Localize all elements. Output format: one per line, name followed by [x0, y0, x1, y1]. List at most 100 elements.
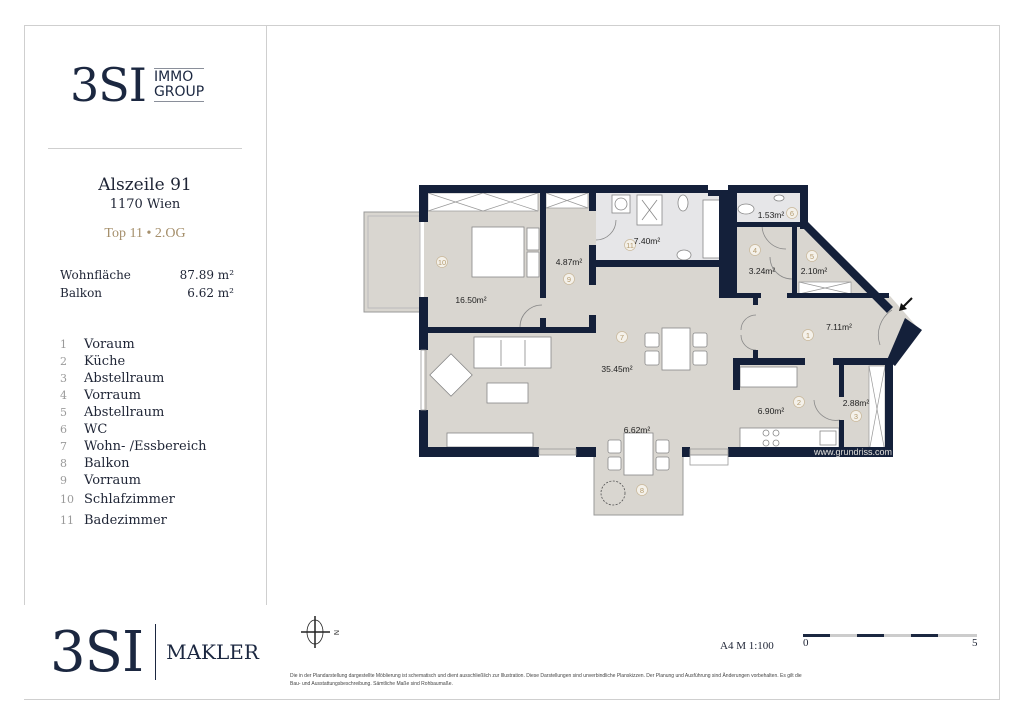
legend-item: 6 WC: [60, 421, 207, 438]
armchair: [429, 353, 473, 397]
legend-item: 7 Wohn- /Essbereich: [60, 438, 207, 455]
room-area: 35.45m²: [601, 364, 632, 374]
scale-label: A4 M 1:100: [720, 640, 774, 652]
room-area: 1.53m²: [758, 210, 785, 220]
watermark: www.grundriss.com: [813, 447, 892, 457]
room-number: 7: [620, 333, 624, 342]
room-number: 10: [438, 258, 446, 267]
legend-item: 3 Abstellraum: [60, 370, 207, 387]
legend-item: 10 Schlafzimmer: [60, 489, 207, 510]
legend-label: Voraum: [84, 337, 135, 352]
makler-logo-mark: 3SI: [50, 619, 144, 685]
3si-immo-group-logo: 3SI IMMO GROUP: [70, 58, 205, 112]
legend-number: 10: [60, 493, 74, 506]
sofa: [473, 336, 552, 369]
scale-end: 5: [972, 637, 978, 649]
city: 1170 Wien: [109, 197, 181, 212]
legend-item: 5 Abstellraum: [60, 404, 207, 421]
wardrobes: [427, 192, 886, 453]
room-area: 7.11m²: [826, 322, 852, 332]
legend-label: Wohn- /Essbereich: [84, 439, 207, 454]
walls: [419, 185, 922, 457]
legend-label: Balkon: [84, 456, 130, 471]
room-number-marker: [624, 239, 636, 251]
furniture: [429, 194, 840, 506]
room-labels: 17.11m²26.90m²32.88m²43.24m²52.10m²61.53…: [436, 207, 869, 496]
legend-label: WC: [84, 422, 108, 437]
legend-item: 11 Badezimmer: [60, 510, 207, 531]
room-area: 6.90m²: [758, 406, 785, 416]
logo-subtitle: IMMO GROUP: [153, 68, 205, 102]
legend-label: Vorraum: [84, 473, 141, 488]
legend-label: Abstellraum: [84, 405, 165, 420]
balcony-table: [623, 432, 654, 476]
legend-label: Vorraum: [84, 388, 141, 403]
room-number-marker: [802, 329, 814, 341]
logo-mark: 3SI: [70, 58, 147, 112]
room-number: 1: [806, 331, 810, 340]
legend-number: 5: [60, 406, 67, 419]
dining-table: [661, 327, 691, 371]
area-label: Wohnfläche: [60, 268, 131, 282]
room-area: 7.40m²: [634, 236, 661, 246]
room-area: 16.50m²: [455, 295, 486, 305]
area-value: 6.62 m²: [187, 286, 234, 300]
3si-makler-logo: 3SI MAKLER: [24, 605, 272, 699]
legend-label: Abstellraum: [84, 371, 165, 386]
legend-label: Badezimmer: [84, 513, 167, 528]
legend-item: 1 Voraum: [60, 336, 207, 353]
plant: [600, 480, 626, 506]
room-number-marker: [636, 484, 648, 496]
legend-number: 3: [60, 372, 67, 385]
room-area: 3.24m²: [749, 266, 776, 276]
door-swings: [519, 219, 893, 421]
legend-label: Küche: [84, 354, 126, 369]
room-number: 9: [567, 275, 571, 284]
logo-sub-1: IMMO: [153, 69, 194, 85]
legend-item: 9 Vorraum: [60, 472, 207, 489]
street: Alszeile 91: [98, 175, 192, 195]
room-number-marker: [806, 250, 818, 262]
area-label: Balkon: [60, 286, 103, 300]
north-label: N: [332, 630, 339, 635]
unit-floor: Top 11 • 2.OG: [104, 226, 186, 241]
room-number: 11: [626, 241, 634, 250]
room-number: 6: [790, 209, 794, 218]
room-number: 2: [797, 398, 801, 407]
room-area: 2.10m²: [801, 266, 828, 276]
legend-number: 4: [60, 389, 67, 402]
room-number: 3: [854, 412, 858, 421]
logo-sub-2: GROUP: [153, 84, 205, 100]
panel-divider: [266, 25, 267, 605]
legend-number: 8: [60, 457, 67, 470]
legend-label: Schlafzimmer: [84, 492, 175, 507]
makler-logo-text: MAKLER: [155, 624, 259, 680]
room-number-marker: [749, 244, 761, 256]
legend-number: 11: [60, 514, 74, 527]
legend-number: 9: [60, 474, 67, 487]
room-number-marker: [793, 396, 805, 408]
windows: [420, 349, 729, 466]
legend-number: 2: [60, 355, 67, 368]
legend-number: 6: [60, 423, 67, 436]
compass-icon: [301, 616, 330, 648]
property-address: Alszeile 91 1170 Wien Top 11 • 2.OG: [48, 175, 242, 242]
room-number-marker: [563, 273, 575, 285]
divider-line: [48, 148, 242, 149]
kitchen-island: [739, 366, 798, 388]
legend-item: 4 Vorraum: [60, 387, 207, 404]
room-area: 6.62m²: [624, 425, 651, 435]
room-number-marker: [850, 410, 862, 422]
scale-start: 0: [803, 637, 809, 649]
legend-number: 1: [60, 338, 67, 351]
legend-number: 7: [60, 440, 67, 453]
room-number: 5: [810, 252, 814, 261]
area-row: Balkon 6.62 m²: [60, 286, 234, 304]
coffee-table: [486, 382, 529, 404]
room-number: 4: [753, 246, 757, 255]
room-number-marker: [436, 256, 448, 268]
